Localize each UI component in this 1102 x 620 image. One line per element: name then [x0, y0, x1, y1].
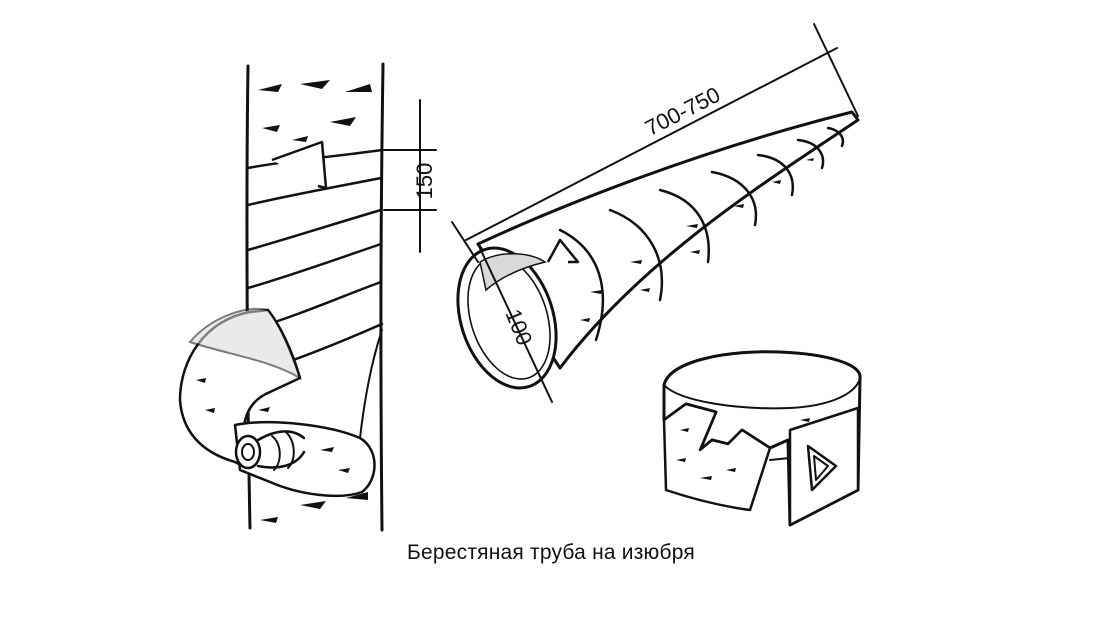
dimension-150: 150	[383, 99, 437, 253]
rolled-mouthpiece	[178, 308, 383, 498]
birch-trunk-illustration: 150	[178, 62, 437, 532]
birch-bark-texture	[252, 80, 372, 523]
conical-horn-illustration: 700-750 100	[451, 23, 860, 403]
dimension-label-150: 150	[412, 163, 437, 200]
horn-bark-texture	[580, 158, 814, 322]
dimension-label-700-750: 700-750	[641, 82, 724, 141]
bark-ring-band	[662, 350, 862, 527]
figure-caption: Берестяная труба на изюбря	[407, 541, 695, 564]
